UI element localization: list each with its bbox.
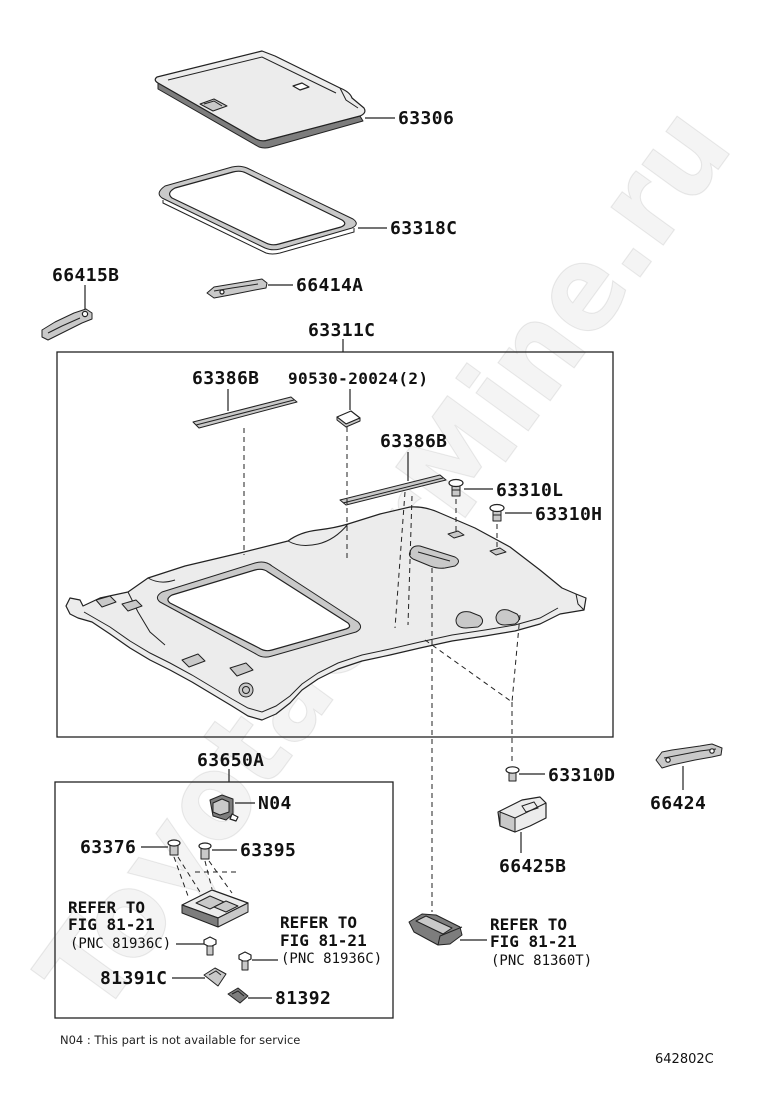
part-63386B-upper-drawing — [192, 396, 298, 429]
label-81391C: 81391C — [100, 968, 167, 989]
refer-note-left: REFER TO FIG 81-21 (PNC 81936C) — [68, 898, 171, 952]
label-63310L: 63310L — [496, 480, 563, 501]
part-63311C-headliner-drawing — [65, 506, 587, 721]
part-81391C-drawing — [203, 967, 227, 987]
label-63395: 63395 — [240, 840, 296, 861]
refer-note-line1: REFER TO — [68, 898, 145, 917]
refer-note-middle: REFER TO FIG 81-21 (PNC 81936C) — [280, 913, 382, 967]
label-63386B-lower: 63386B — [380, 431, 447, 452]
label-81392: 81392 — [275, 988, 331, 1009]
part-66424-drawing — [655, 743, 723, 769]
part-63306-drawing — [154, 50, 366, 149]
refer-note-line3: (PNC 81360T) — [491, 953, 592, 969]
part-63310D-drawing — [505, 766, 520, 782]
part-console-drawing — [181, 889, 249, 928]
part-63376-drawing — [167, 839, 181, 856]
refer-note-line1: REFER TO — [280, 913, 357, 932]
part-66414A-drawing — [206, 278, 268, 299]
label-66425B: 66425B — [499, 856, 566, 877]
label-63376: 63376 — [80, 837, 136, 858]
dashed-guide-lines — [173, 856, 236, 897]
part-81392-drawing — [227, 987, 249, 1004]
part-63310H-drawing — [489, 503, 505, 522]
refer-note-line2: FIG 81-21 — [490, 932, 577, 951]
label-N04: N04 — [258, 793, 292, 814]
part-63386B-lower-drawing — [339, 474, 447, 506]
part-bolt-middle-drawing — [238, 951, 252, 971]
refer-note-line2: FIG 81-21 — [68, 915, 155, 934]
part-bolt-left-drawing — [203, 936, 217, 956]
part-66425B-drawing — [497, 796, 547, 833]
label-63311C: 63311C — [308, 320, 375, 341]
refer-note-right: REFER TO FIG 81-21 (PNC 81360T) — [490, 915, 592, 969]
part-63318C-drawing — [158, 165, 357, 255]
label-63306: 63306 — [398, 108, 454, 129]
figure-code: 642802C — [655, 1052, 714, 1067]
label-66414A: 66414A — [296, 275, 363, 296]
label-63318C: 63318C — [390, 218, 457, 239]
part-lamp-drawing — [408, 913, 463, 946]
refer-note-line3: (PNC 81936C) — [281, 951, 382, 967]
part-90530-20024-drawing — [336, 410, 361, 428]
assembly-box-63650A — [54, 781, 394, 1019]
label-63386B-upper: 63386B — [192, 368, 259, 389]
label-63310H: 63310H — [535, 504, 602, 525]
refer-note-line2: FIG 81-21 — [280, 931, 367, 950]
part-63310L-drawing — [448, 478, 464, 497]
dashed-guide-lines — [243, 427, 521, 912]
label-66424: 66424 — [650, 793, 706, 814]
part-63395-drawing — [198, 842, 212, 860]
footnote: N04 : This part is not available for ser… — [60, 1033, 300, 1047]
label-66415B: 66415B — [52, 265, 119, 286]
part-66415B-drawing — [41, 308, 93, 341]
assembly-box-63311C — [56, 351, 614, 738]
label-63650A: 63650A — [197, 750, 264, 771]
label-63310D: 63310D — [548, 765, 615, 786]
refer-note-line3: (PNC 81936C) — [70, 936, 171, 952]
refer-note-line1: REFER TO — [490, 915, 567, 934]
label-90530-20024: 90530-20024(2) — [288, 369, 428, 388]
part-N04-drawing — [209, 794, 239, 822]
